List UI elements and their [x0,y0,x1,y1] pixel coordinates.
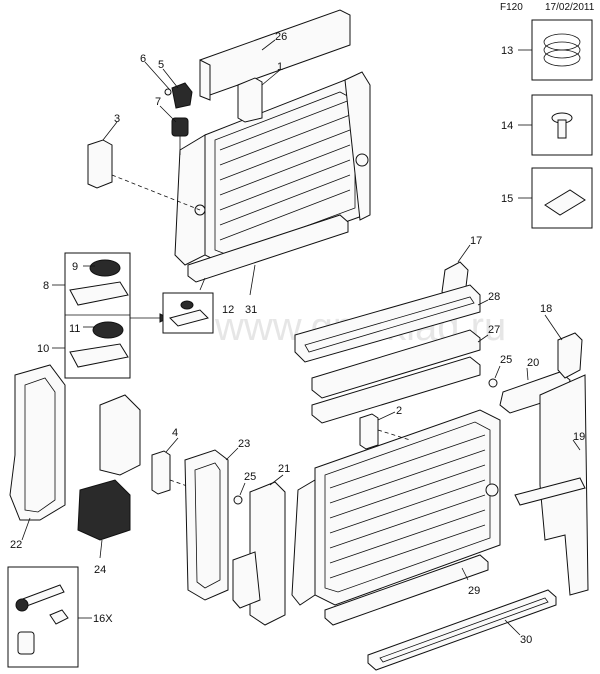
callout-17: 17 [470,235,482,247]
callout-20: 20 [527,357,539,369]
part-28-deflector [294,284,489,363]
callout-31: 31 [245,304,257,316]
part-30-deflector [367,589,557,671]
part-14-box [518,94,593,156]
callout-14: 14 [501,120,513,132]
part-19-air-guide [514,374,589,596]
callout-6: 6 [140,53,146,65]
callout-15: 15 [501,193,513,205]
callout-4: 4 [172,427,178,439]
part-12-insulator [162,277,214,334]
callout-21: 21 [278,463,290,475]
callout-7: 7 [155,96,161,108]
upper-radiator [174,71,371,266]
part-21-guide [232,474,286,626]
part-6-screw [144,61,172,96]
part-25-screw-right [488,365,501,388]
callout-16x: 16X [93,613,113,625]
part-26-upper-seal [199,9,351,101]
part-2-pad [359,411,411,450]
callout-3: 3 [114,113,120,125]
callout-28: 28 [488,291,500,303]
part-1-pad [237,69,281,123]
part-29-seal [324,554,489,626]
callout-1: 1 [277,61,283,73]
mount-group-box [52,252,170,379]
callout-18: 18 [540,303,552,315]
callout-26: 26 [275,31,287,43]
callout-24: 24 [94,564,106,576]
part-27-seal [311,329,489,424]
lower-radiator [291,409,501,606]
callout-29: 29 [468,585,480,597]
callout-25-left: 25 [244,471,256,483]
part-18-clip [544,314,583,379]
part-5-bracket [162,68,193,109]
callout-22: 22 [10,539,22,551]
part-13-box [518,19,593,81]
part-23-guide [184,447,239,601]
diagram-date: 17/02/2011 [545,2,595,13]
callout-30: 30 [520,634,532,646]
callout-19: 19 [573,431,585,443]
callout-9: 9 [72,261,78,273]
callout-13: 13 [501,45,513,57]
part-7-grommet [159,105,189,155]
diagram-code: F120 [500,2,523,13]
callout-5: 5 [158,59,164,71]
part-24-left-guide [77,394,141,559]
callout-11: 11 [69,323,80,335]
callout-25-right: 25 [500,354,512,366]
part-22-left-guide [9,364,66,541]
part-31-lower-seal [187,214,349,296]
callout-8: 8 [43,280,49,292]
callout-27: 27 [488,324,500,336]
part-25-screw-left [233,482,246,505]
part-16x-hardware-box [7,566,92,668]
callout-2: 2 [396,405,402,417]
part-4-pad [151,437,191,495]
callout-10: 10 [37,343,49,355]
part-15-box [518,167,593,229]
callout-23: 23 [238,438,250,450]
part-3-pad [87,121,201,211]
callout-12: 12 [222,304,234,316]
